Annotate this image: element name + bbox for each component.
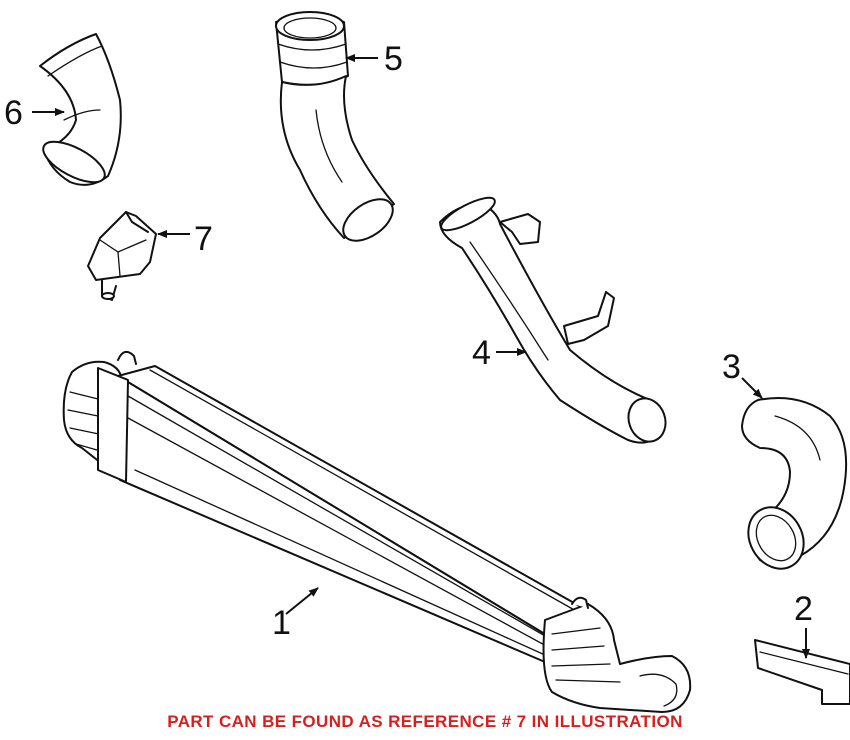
callout-5: 5 (384, 40, 403, 78)
callouts: 1 2 3 4 5 6 7 (4, 40, 813, 642)
callout-1: 1 (272, 604, 291, 642)
charge-pipe-part-4 (439, 196, 667, 444)
callout-3: 3 (722, 348, 741, 386)
callout-6: 6 (4, 94, 23, 132)
elbow-hose-part-3 (741, 397, 848, 570)
leader-line-1 (285, 587, 319, 615)
callout-7: 7 (194, 220, 213, 258)
reference-notice: PART CAN BE FOUND AS REFERENCE # 7 IN IL… (167, 712, 683, 731)
callout-4: 4 (472, 334, 491, 372)
leader-line-3 (741, 377, 763, 399)
small-hose-part-6 (39, 33, 122, 186)
intercooler-part (62, 350, 692, 713)
upper-hose-part-5 (275, 11, 395, 242)
bracket-part-2 (754, 639, 850, 705)
callout-2: 2 (794, 590, 813, 628)
leader-lines (32, 54, 810, 659)
sensor-mount-part-7 (87, 211, 157, 301)
